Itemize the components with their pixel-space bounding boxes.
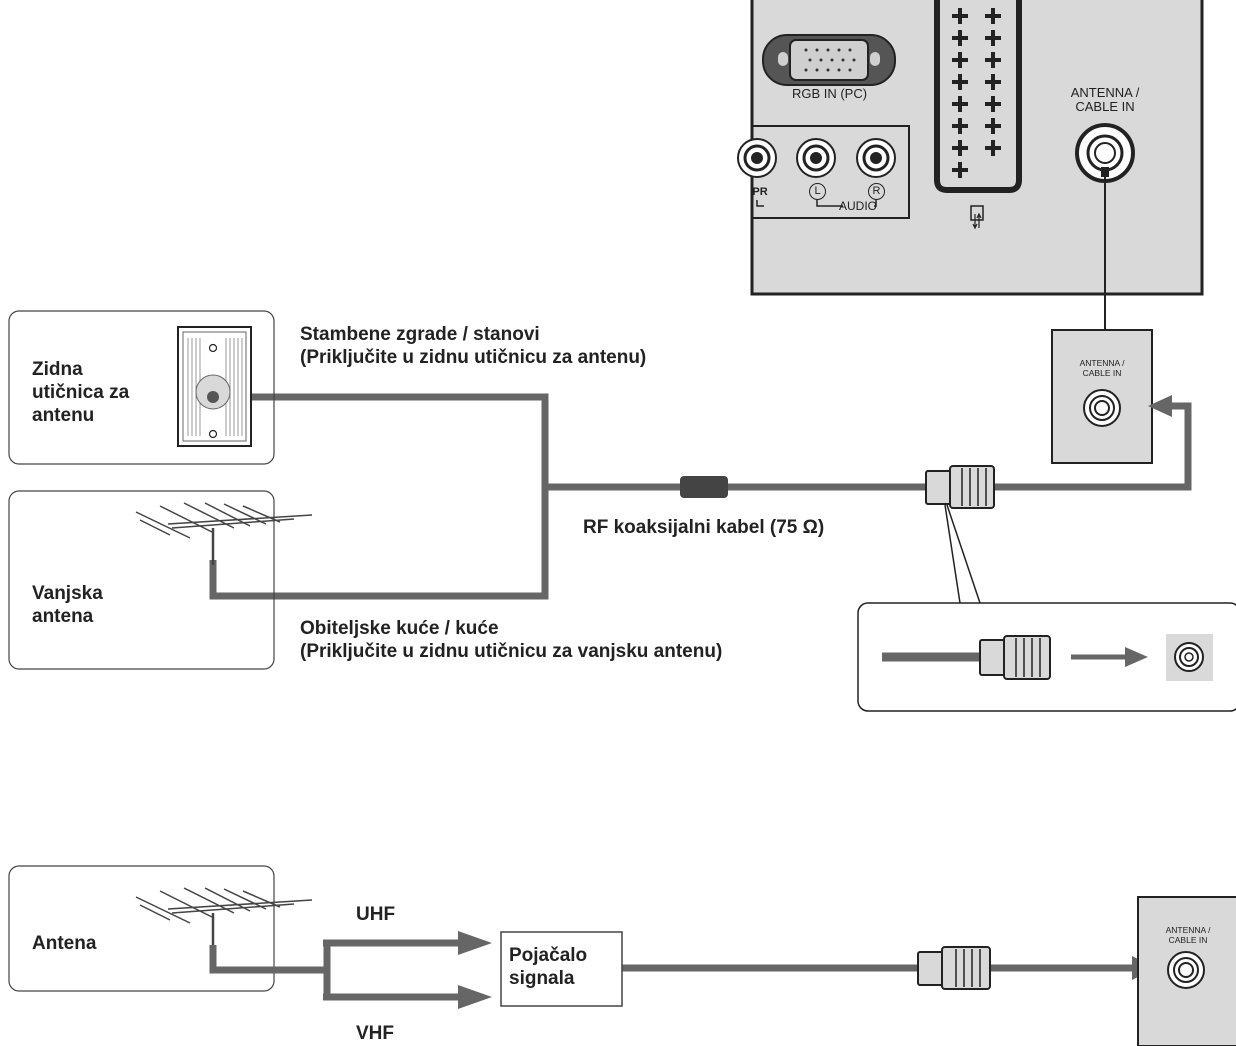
- f-connector-plug-icon: [925, 465, 995, 509]
- ferrite-core-icon: [680, 476, 728, 498]
- tv-rear-panel: [737, 0, 1204, 296]
- connector-detail-callout: [857, 602, 1236, 712]
- audio-l-label: L: [809, 183, 826, 200]
- amplifier-label: Pojačalo signala: [509, 945, 588, 989]
- bottom-socket-label: ANTENNA / CABLE IN: [1165, 925, 1211, 945]
- bottom-cable: [209, 939, 1138, 1001]
- coaxial-cable: [209, 393, 1192, 600]
- wall-outlet-label: Zidna utičnica za antenu: [32, 359, 130, 426]
- arrow-to-socket-icon: [1148, 395, 1172, 417]
- audio-r-label: R: [868, 183, 885, 200]
- bottom-antenna-label: Antena: [32, 933, 97, 954]
- outdoor-antenna-label: Vanjska antena: [32, 583, 103, 627]
- vhf-arrow-icon: [458, 985, 492, 1009]
- vhf-label: VHF: [356, 1023, 394, 1044]
- antenna-socket-plate: [1051, 329, 1153, 464]
- houses-label: Obiteljske kuće / kuće (Priključite u zi…: [300, 618, 723, 662]
- yagi-antenna-icon: [135, 502, 313, 565]
- scart-port-icon: [934, 0, 1022, 193]
- antenna-socket-plate: [1137, 896, 1236, 1046]
- wall-plate-icon: [177, 326, 252, 447]
- outdoor-antenna-box: [8, 490, 275, 670]
- audio-label: AUDIO: [839, 199, 878, 213]
- cable-label: RF koaksijalni kabel (75 Ω): [583, 517, 825, 538]
- apartments-label: Stambene zgrade / stanovi (Priključite u…: [300, 324, 647, 368]
- wall-outlet-box: [8, 310, 275, 465]
- tv-antenna-label: ANTENNA / CABLE IN: [1070, 85, 1140, 114]
- f-connector-plug-icon: [917, 946, 991, 990]
- yagi-antenna-icon: [135, 887, 313, 950]
- audio-r-jack-icon: [856, 138, 896, 178]
- uhf-arrow-icon: [458, 931, 492, 955]
- uhf-label: UHF: [356, 904, 396, 925]
- antenna-box: [8, 865, 275, 992]
- rgb-in-label: RGB IN (PC): [791, 86, 868, 101]
- tv-antenna-jack-icon: [1075, 123, 1135, 183]
- pr-label: PR: [752, 186, 768, 198]
- signal-amplifier-box: [500, 931, 623, 1007]
- audio-l-jack-icon: [796, 138, 836, 178]
- rgb-port-icon: [762, 34, 896, 86]
- socket-label: ANTENNA / CABLE IN: [1079, 358, 1125, 378]
- pr-jack-icon: [737, 138, 777, 178]
- scart-symbol-icon: [970, 205, 984, 230]
